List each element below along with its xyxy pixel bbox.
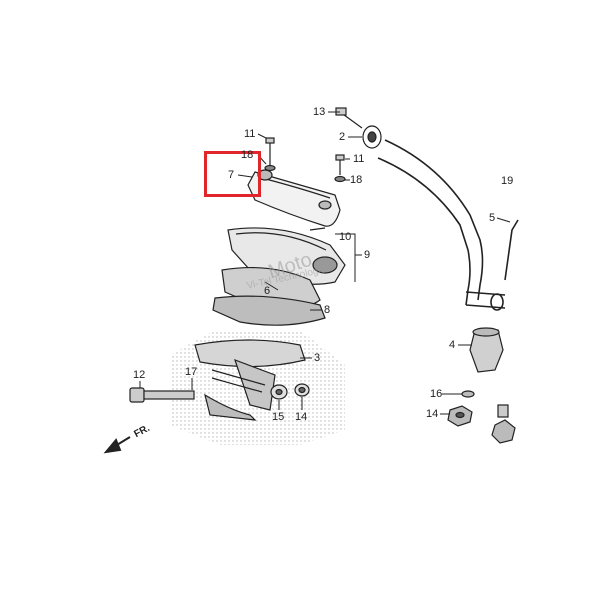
callout-10: 10: [339, 231, 352, 243]
part-7-cover: [247, 169, 341, 227]
callout-11: 11: [244, 128, 256, 140]
callout-13: 13: [313, 106, 326, 118]
handlebar: [377, 139, 519, 311]
highlight-box-part-7: [204, 151, 261, 197]
callout-7: 7: [228, 169, 235, 181]
fr-arrow: [103, 436, 131, 454]
part-4-holder: [469, 327, 504, 373]
bolt-11: [264, 137, 346, 183]
bushings: [270, 383, 310, 400]
callout-11: 11: [353, 153, 365, 165]
callout-5: 5: [489, 212, 496, 224]
part-17-clamp: [211, 369, 266, 393]
callout-9: 9: [364, 249, 371, 261]
part-3-bracket: [194, 339, 306, 421]
callout-2: 2: [339, 131, 346, 143]
leader-lines: [139, 111, 511, 415]
part-2-end: [335, 107, 382, 149]
nut-14: [447, 390, 516, 444]
callout-3: 3: [314, 352, 321, 364]
callout-18: 18: [350, 174, 363, 186]
callout-15: 15: [272, 411, 285, 423]
callout-12: 12: [133, 369, 146, 381]
callout-18: 18: [241, 149, 254, 161]
part-6-housing: [212, 266, 326, 326]
callout-4: 4: [449, 339, 456, 351]
callout-17: 17: [185, 366, 198, 378]
callout-14: 14: [295, 411, 308, 423]
callout-14: 14: [426, 408, 439, 420]
callout-19: 19: [501, 175, 514, 187]
callout-8: 8: [324, 304, 331, 316]
callout-6: 6: [264, 285, 271, 297]
callout-16: 16: [430, 388, 443, 400]
bolt-12: [129, 387, 195, 403]
